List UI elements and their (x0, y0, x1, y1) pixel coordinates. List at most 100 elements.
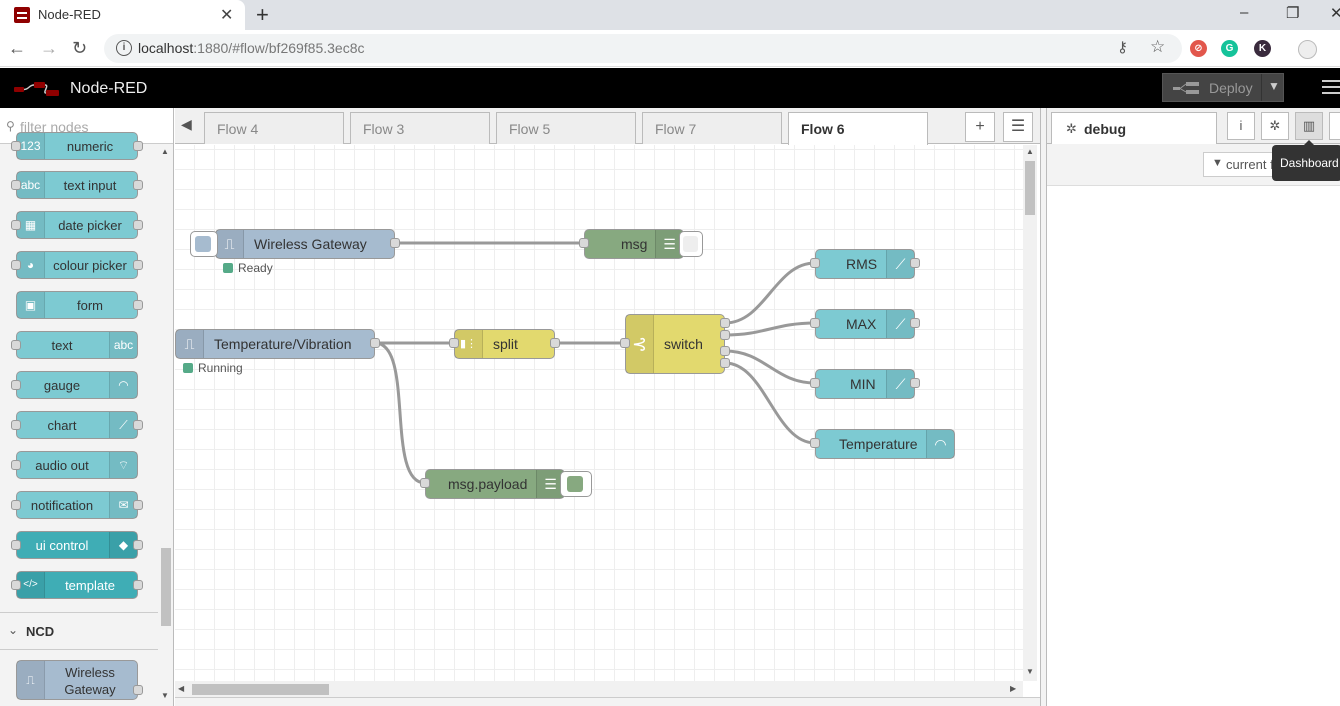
output-port[interactable] (910, 378, 920, 388)
browser-menu-icon[interactable]: ⋮ (1332, 36, 1340, 57)
node-wireless-gateway[interactable]: ⎍ Wireless Gateway (215, 229, 395, 259)
node-debug-msg-payload[interactable]: msg.payload ☰ (425, 469, 565, 499)
palette-node-text-input[interactable]: abc text input (16, 171, 138, 199)
scroll-right-icon[interactable]: ▶ (1010, 684, 1017, 693)
debug-bug-button[interactable]: ✲ (1261, 112, 1289, 140)
restore-button[interactable]: ❐ (1286, 5, 1300, 22)
node-gauge-temperature[interactable]: Temperature ◠ (815, 429, 955, 459)
palette-node-form[interactable]: ▣ form (16, 291, 138, 319)
flow-list-button[interactable]: ☰ (1003, 112, 1033, 142)
node-temperature-vibration[interactable]: ⎍ Temperature/Vibration (175, 329, 375, 359)
palette-node-numeric[interactable]: 123 numeric (16, 132, 138, 160)
input-port[interactable] (810, 438, 820, 448)
window-close-button[interactable]: ✕ (1330, 5, 1340, 22)
key-icon[interactable]: ⚷ (1117, 39, 1128, 56)
input-port[interactable] (810, 318, 820, 328)
palette-scrollbar[interactable]: ▲ ▼ (158, 144, 173, 706)
palette-node-template[interactable]: </> template (16, 571, 138, 599)
forward-arrow-icon[interactable]: → (40, 38, 58, 58)
tab-debug[interactable]: ✲ debug (1051, 112, 1217, 145)
input-port[interactable] (420, 478, 430, 488)
tab-flow-5[interactable]: Flow 5 (496, 112, 636, 144)
palette-node-audio-out[interactable]: audio out ⌔ (16, 451, 138, 479)
scroll-tabs-left-icon[interactable]: ◀ (181, 116, 192, 132)
output-port[interactable] (720, 330, 730, 340)
palette-node-gauge[interactable]: gauge ◠ (16, 371, 138, 399)
extension-k-icon[interactable]: K (1254, 40, 1271, 57)
palette-node-notification[interactable]: notification ✉ (16, 491, 138, 519)
palette-node-text[interactable]: text abc (16, 331, 138, 359)
browser-tab[interactable]: Node-RED ✕ (0, 0, 245, 30)
url-field[interactable]: i localhost:1880/#flow/bf269f85.3ec8c ⚷ … (104, 34, 1182, 63)
output-port[interactable] (390, 238, 400, 248)
canvas-vertical-scrollbar[interactable]: ▲ ▼ (1023, 145, 1037, 681)
profile-avatar-icon[interactable] (1298, 40, 1317, 59)
scroll-down-icon[interactable]: ▼ (161, 691, 169, 700)
palette-scroll-thumb[interactable] (161, 548, 171, 626)
reload-icon[interactable]: ↻ (72, 38, 88, 58)
tab-flow-6[interactable]: Flow 6 (788, 112, 928, 145)
node-debug-msg[interactable]: msg ☰ (584, 229, 684, 259)
tab-flow-3[interactable]: Flow 3 (350, 112, 490, 144)
output-port[interactable] (910, 258, 920, 268)
node-split[interactable]: ▮⋮ split (454, 329, 555, 359)
info-button[interactable]: i (1227, 112, 1255, 140)
minimize-button[interactable]: – (1240, 4, 1249, 21)
palette-category-ncd[interactable]: ⌄ NCD (0, 612, 158, 650)
grammarly-icon[interactable]: G (1221, 40, 1238, 57)
tab-flow-7[interactable]: Flow 7 (642, 112, 782, 144)
scroll-up-icon[interactable]: ▲ (161, 147, 169, 156)
input-port[interactable] (810, 378, 820, 388)
node-chart-max[interactable]: MAX ⟋ (815, 309, 915, 339)
deploy-dropdown-icon[interactable]: ▼ (1268, 79, 1280, 93)
palette-node-wireless-gateway[interactable]: ⎍ Wireless Gateway (16, 660, 138, 700)
input-port[interactable] (810, 258, 820, 268)
new-tab-button[interactable]: + (256, 2, 269, 27)
input-port[interactable] (449, 338, 459, 348)
palette-node-date-picker[interactable]: ▦ date picker (16, 211, 138, 239)
input-port[interactable] (579, 238, 589, 248)
output-port[interactable] (550, 338, 560, 348)
palette-node-label: ui control (35, 538, 89, 553)
node-chart-rms[interactable]: RMS ⟋ (815, 249, 915, 279)
bookmark-star-icon[interactable]: ☆ (1150, 37, 1166, 56)
output-port[interactable] (720, 358, 730, 368)
output-port[interactable] (370, 338, 380, 348)
canvas-horizontal-scrollbar[interactable]: ◀ ▶ (175, 681, 1023, 697)
debug-toggle-button[interactable] (679, 231, 703, 257)
inject-button[interactable] (190, 231, 218, 257)
dashboard-button[interactable]: ▥ (1295, 112, 1323, 140)
canvas-hscroll-thumb[interactable] (192, 684, 329, 695)
filter-nodes-input[interactable]: filter nodes (20, 119, 89, 135)
add-flow-button[interactable]: + (965, 112, 995, 142)
scroll-down-icon[interactable]: ▼ (1026, 667, 1034, 676)
deploy-button[interactable]: Deploy ▼ (1162, 73, 1284, 102)
scroll-left-icon[interactable]: ◀ (178, 684, 185, 693)
output-port[interactable] (910, 318, 920, 328)
debug-toggle-button[interactable] (560, 471, 592, 497)
palette-node-colour-picker[interactable]: ◕ colour picker (16, 251, 138, 279)
flow-canvas[interactable]: ⎍ Wireless Gateway Ready msg ☰ ⎍ Tempera… (175, 145, 1023, 681)
node-label: MIN (850, 376, 876, 392)
site-info-icon[interactable]: i (116, 40, 132, 56)
output-port[interactable] (720, 346, 730, 356)
tab-flow-4[interactable]: Flow 4 (204, 112, 344, 144)
node-chart-min[interactable]: MIN ⟋ (815, 369, 915, 399)
palette-node-ui-control[interactable]: ui control ◆ (16, 531, 138, 559)
main-menu-icon[interactable] (1322, 80, 1340, 96)
back-arrow-icon[interactable]: ← (8, 38, 26, 58)
sidebar-splitter[interactable] (1040, 108, 1047, 706)
output-port[interactable] (720, 318, 730, 328)
debug-filter-button[interactable]: ▼ current f (1203, 152, 1283, 177)
node-switch[interactable]: ⊰ switch (625, 314, 725, 374)
tab-close-icon[interactable]: ✕ (220, 7, 234, 24)
input-port[interactable] (620, 338, 630, 348)
sidebar-more-button[interactable] (1329, 112, 1340, 140)
extension-red-icon[interactable]: ⊘ (1190, 40, 1207, 57)
tooltip-text: Dashboard (1280, 156, 1339, 170)
palette-node-chart[interactable]: chart ⟋ (16, 411, 138, 439)
canvas-vscroll-thumb[interactable] (1025, 161, 1035, 215)
scroll-up-icon[interactable]: ▲ (1026, 147, 1034, 156)
tab-label: Flow 4 (217, 121, 259, 137)
deploy-label: Deploy (1209, 80, 1253, 96)
